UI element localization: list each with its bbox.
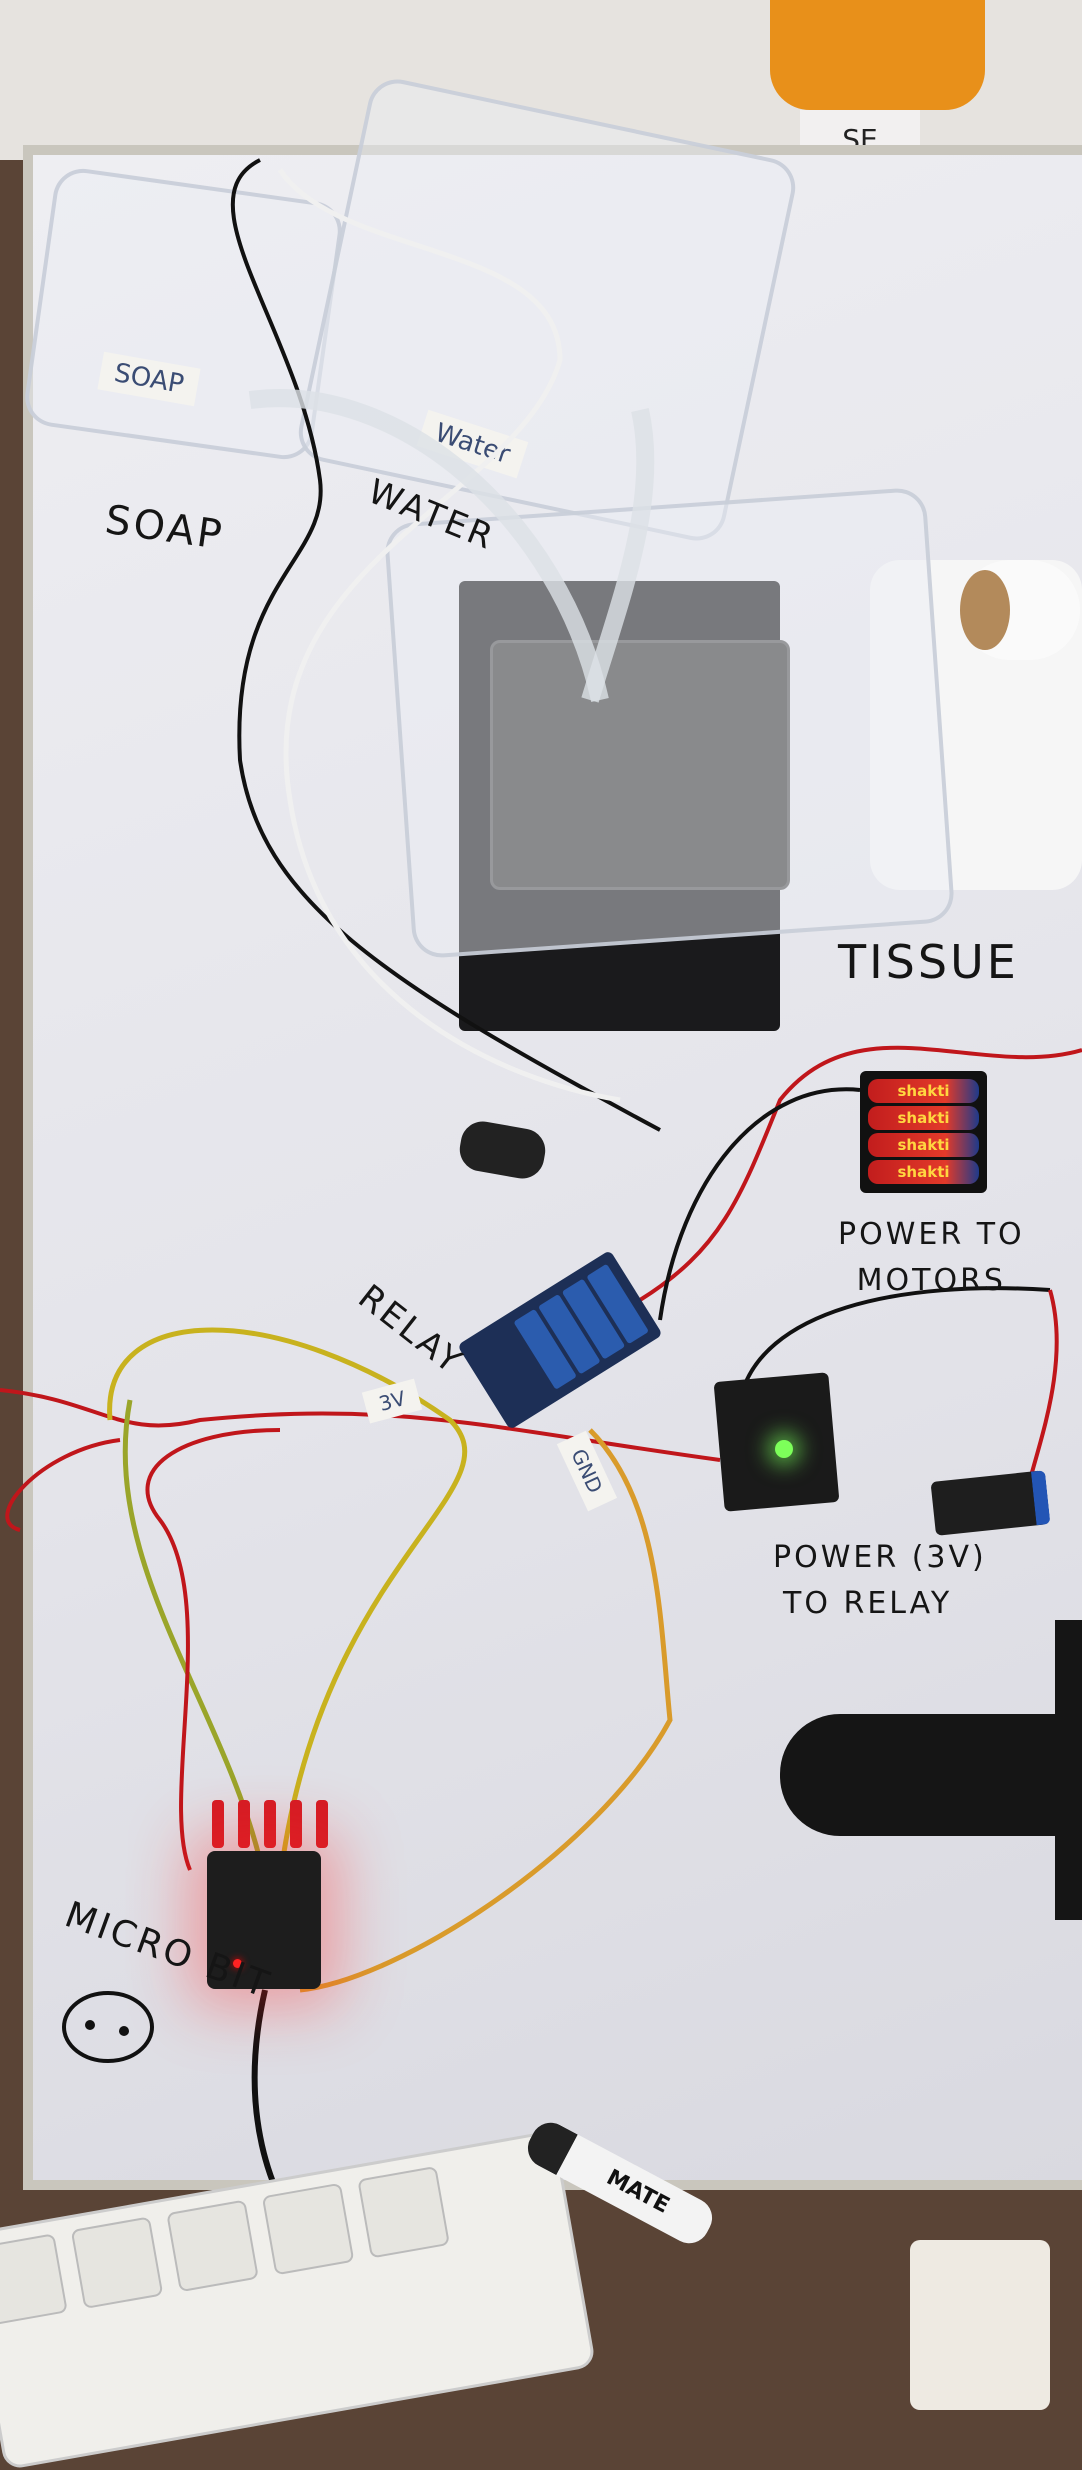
microbit-led: [233, 1959, 242, 1968]
socket: [0, 2233, 68, 2326]
label-power-motors: POWER TO MOTORS: [838, 1212, 1025, 1304]
crocodile-clips: [212, 1800, 328, 1848]
wire-red-clip: [5, 1438, 121, 1532]
tissue-roll-core: [960, 570, 1010, 650]
aa-battery: shakti: [868, 1106, 979, 1130]
label-power-motors-line1: POWER TO: [838, 1217, 1025, 1252]
crocodile-clip: [316, 1800, 328, 1848]
tube-water: [581, 408, 655, 703]
label-power-relay: POWER (3V) TO RELAY: [773, 1535, 987, 1627]
wire-9v-red: [1028, 1289, 1059, 1481]
crocodile-clip: [238, 1800, 250, 1848]
pump-wire-soap: [230, 158, 661, 1132]
label-tissue: TISSUE: [838, 935, 1019, 989]
crocodile-clip: [212, 1800, 224, 1848]
black-t-stem: [1055, 1620, 1082, 1920]
tablet-device: [490, 640, 790, 890]
orange-container-lid: [770, 0, 985, 110]
power-led: [775, 1440, 793, 1458]
aa-battery: shakti: [868, 1079, 979, 1103]
aa-battery: shakti: [868, 1160, 979, 1184]
socket: [70, 2216, 164, 2310]
wire-red-main: [0, 1388, 721, 1462]
wire-black-battery: [658, 1087, 861, 1321]
wire-yellow-green-2: [122, 1399, 263, 1861]
wiring: [0, 158, 1082, 2311]
microbit-logo: [62, 1991, 154, 2063]
wire-red-battery: [638, 1045, 1082, 1302]
label-power-relay-line1: POWER (3V): [773, 1540, 987, 1575]
pump-wire-water: [277, 168, 621, 1103]
label-power-motors-line2: MOTORS: [856, 1263, 1006, 1298]
aa-battery-pack: shakti shakti shakti shakti: [860, 1071, 987, 1193]
wire-yellow-green-1: [107, 1327, 468, 1881]
black-t-shape: [780, 1714, 1082, 1836]
crocodile-clip: [264, 1800, 276, 1848]
socket: [166, 2199, 260, 2293]
tube-soap: [248, 389, 609, 702]
crocodile-clip: [290, 1800, 302, 1848]
aa-battery: shakti: [868, 1133, 979, 1157]
wire-9v: [738, 1286, 1051, 1401]
microbit-board: [207, 1851, 321, 1989]
socket: [357, 2165, 451, 2259]
label-power-relay-line2: TO RELAY: [783, 1586, 953, 1621]
wall-plug: [910, 2240, 1050, 2410]
socket: [262, 2182, 355, 2276]
wire-gnd: [299, 1428, 673, 1993]
wire-red-microbit: [145, 1428, 281, 1871]
